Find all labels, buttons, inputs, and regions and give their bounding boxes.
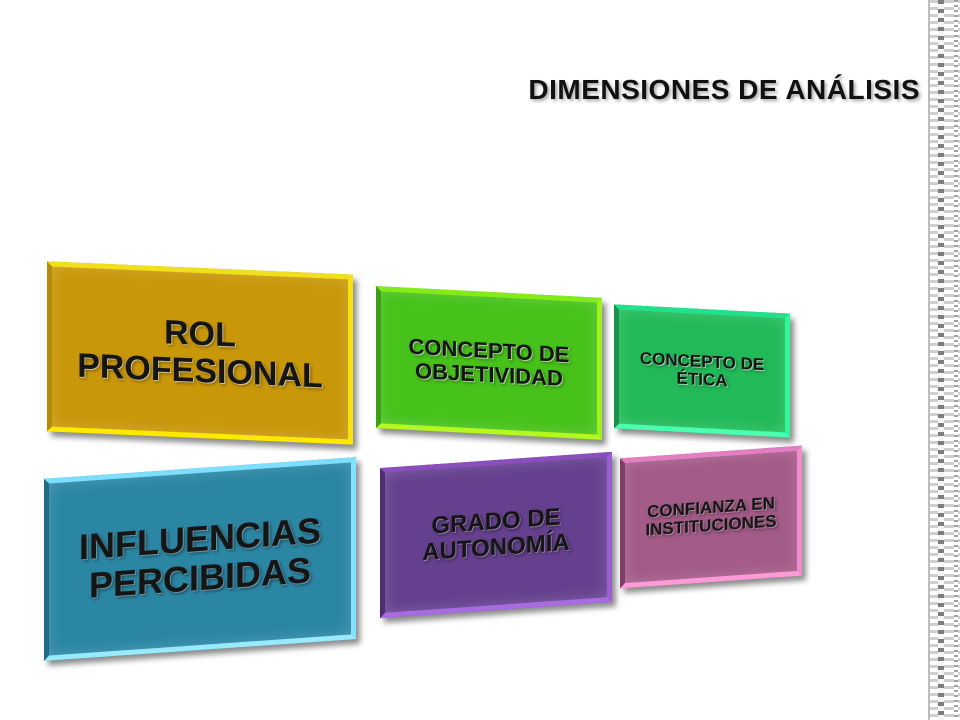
card-concepto-objetividad: CONCEPTO DE OBJETIVIDAD xyxy=(376,286,602,440)
slide-title: DIMENSIONES DE ANÁLISIS xyxy=(528,74,920,105)
card-grado-autonomia: GRADO DE AUTONOMÍA xyxy=(380,451,612,619)
film-strip-border xyxy=(928,0,960,720)
card-concepto-etica: CONCEPTO DE ÉTICA xyxy=(614,304,790,438)
card-influencias-percibidas: INFLUENCIAS PERCIBIDAS xyxy=(44,457,356,661)
card-confianza-instituciones: CONFIANZA EN INSTITUCIONES xyxy=(620,445,802,589)
card-rol-profesional: ROL PROFESIONAL xyxy=(47,261,353,445)
